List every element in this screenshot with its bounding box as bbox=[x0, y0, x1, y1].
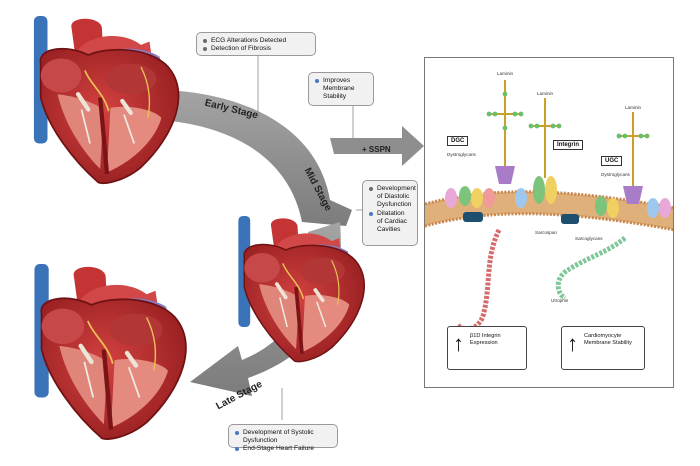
laminin-left bbox=[486, 80, 524, 168]
note-item: Development of Systolic Dysfunction bbox=[235, 429, 331, 445]
result-integrin-expression: ↑ β1D Integrin Expression bbox=[447, 326, 527, 370]
note-late-stage: Development of Systolic Dysfunction End-… bbox=[228, 424, 338, 452]
heart-early-stage bbox=[34, 16, 179, 183]
sspn-treatment-label: + SSPN bbox=[362, 145, 391, 154]
note-item: Development of Diastolic Dysfunction bbox=[369, 185, 416, 210]
note-early-stage: ECG Alterations Detected Detection of Fi… bbox=[196, 32, 316, 56]
laminin-label: Laminin bbox=[625, 105, 642, 110]
dystrophin-chain bbox=[455, 228, 502, 332]
sspn-arrow bbox=[330, 126, 424, 166]
note-sspn-effect: Improves Membrane Stability bbox=[308, 72, 374, 106]
utrophin-chain bbox=[555, 236, 627, 301]
heart-mid-stage bbox=[238, 216, 364, 362]
integrin-complex bbox=[533, 176, 579, 224]
laminin-center bbox=[528, 98, 562, 178]
result-text: Cardiomyocyte Membrane Stability bbox=[584, 333, 632, 346]
utrophin-label: Utrophin bbox=[551, 298, 569, 303]
result-text: β1D Integrin Expression bbox=[470, 333, 501, 346]
heart-late-stage bbox=[34, 264, 185, 439]
laminin-label: Laminin bbox=[537, 91, 554, 96]
dgc-label: DGC bbox=[447, 136, 469, 146]
laminin-right bbox=[616, 112, 650, 186]
ugc-label: UGC bbox=[601, 156, 623, 166]
dgc-complex bbox=[445, 166, 527, 222]
sarcospan-label: Sarcospan bbox=[535, 230, 557, 235]
membrane-panel: Laminin Laminin Laminin DGC Integrin UGC… bbox=[424, 57, 674, 388]
progression-arrow-upper bbox=[160, 90, 352, 226]
dystroglycans-label: Dystroglycans bbox=[601, 172, 630, 177]
result-membrane-stability: ↑ Cardiomyocyte Membrane Stability bbox=[561, 326, 645, 370]
integrin-label: Integrin bbox=[553, 140, 583, 150]
note-item: Improves Membrane Stability bbox=[315, 77, 367, 102]
note-mid-stage: Development of Diastolic Dysfunction Dil… bbox=[362, 180, 418, 246]
note-item: Dilatation of Cardiac Cavities bbox=[369, 210, 411, 235]
note-item: Detection of Fibrosis bbox=[203, 45, 309, 53]
ugc-complex bbox=[595, 186, 671, 218]
up-arrow-icon: ↑ bbox=[567, 331, 578, 356]
laminin-label: Laminin bbox=[497, 71, 514, 76]
note-item: End-Stage Heart Failure bbox=[235, 445, 331, 453]
note-item: ECG Alterations Detected bbox=[203, 37, 309, 45]
membrane-drawing bbox=[425, 80, 673, 332]
up-arrow-icon: ↑ bbox=[453, 331, 464, 356]
sarcoglycans-label: Sarcoglycans bbox=[575, 236, 603, 241]
dystroglycans-label: Dystroglycans bbox=[447, 152, 476, 157]
